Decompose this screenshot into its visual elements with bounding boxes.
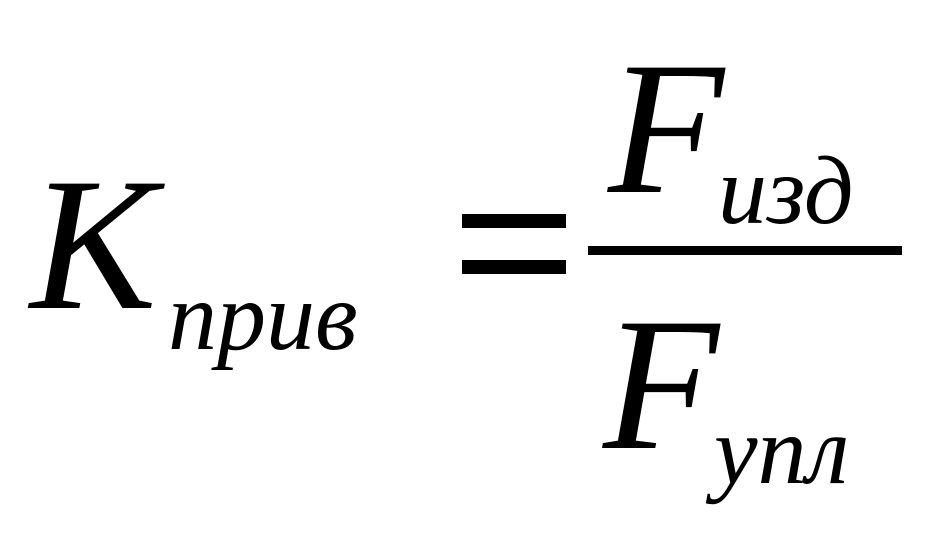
equals-sign-top-bar	[462, 214, 566, 228]
denominator-subscript: упл	[714, 397, 850, 505]
equals-sign-bottom-bar	[462, 260, 566, 274]
numerator-symbol: F	[608, 24, 725, 234]
numerator-subscript: изд	[718, 137, 854, 245]
lhs-symbol: K	[30, 140, 157, 350]
denominator-symbol: F	[603, 280, 720, 490]
lhs-subscript: прив	[168, 263, 358, 371]
fraction-bar	[588, 246, 902, 255]
